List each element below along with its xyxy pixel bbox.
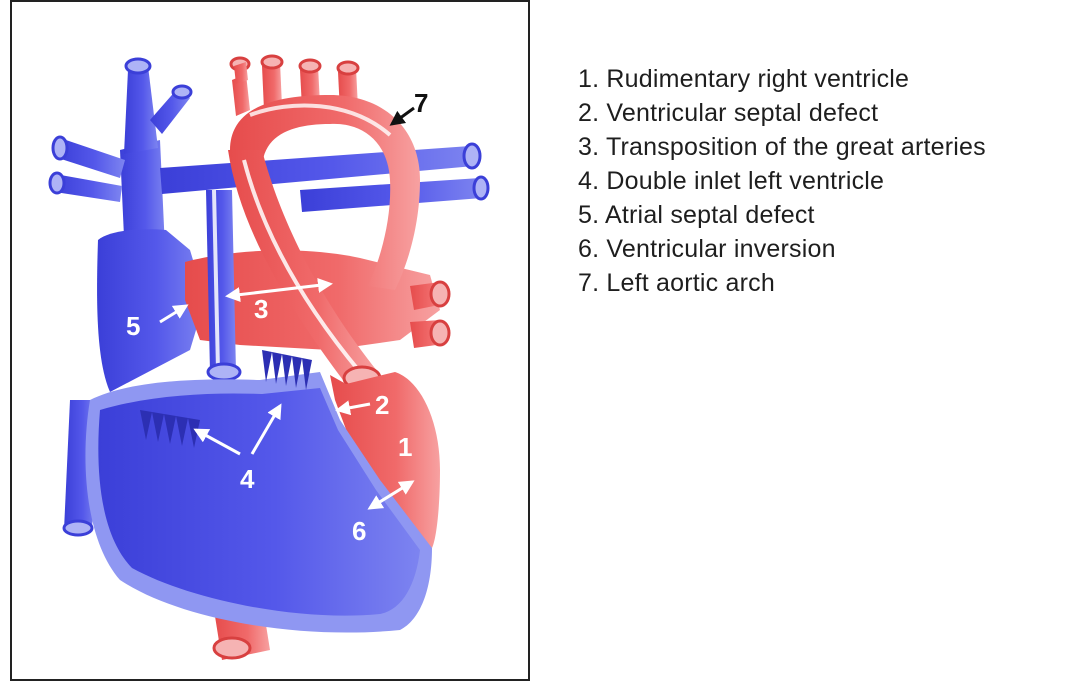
callout-4: 4 bbox=[240, 464, 255, 494]
legend-item: 4. Double inlet left ventricle bbox=[578, 164, 986, 198]
legend-list: 1. Rudimentary right ventricle 2. Ventri… bbox=[578, 62, 986, 300]
legend-item: 6. Ventricular inversion bbox=[578, 232, 986, 266]
callout-7: 7 bbox=[414, 88, 428, 118]
legend-item: 2. Ventricular septal defect bbox=[578, 96, 986, 130]
legend-item: 1. Rudimentary right ventricle bbox=[578, 62, 986, 96]
callout-6: 6 bbox=[352, 516, 366, 546]
callout-2: 2 bbox=[375, 390, 389, 420]
legend-item: 3. Transposition of the great arteries bbox=[578, 130, 986, 164]
callout-1: 1 bbox=[398, 432, 412, 462]
legend-item: 7. Left aortic arch bbox=[578, 266, 986, 300]
callout-5: 5 bbox=[126, 311, 140, 341]
legend-item: 5. Atrial septal defect bbox=[578, 198, 986, 232]
callout-3: 3 bbox=[254, 294, 268, 324]
